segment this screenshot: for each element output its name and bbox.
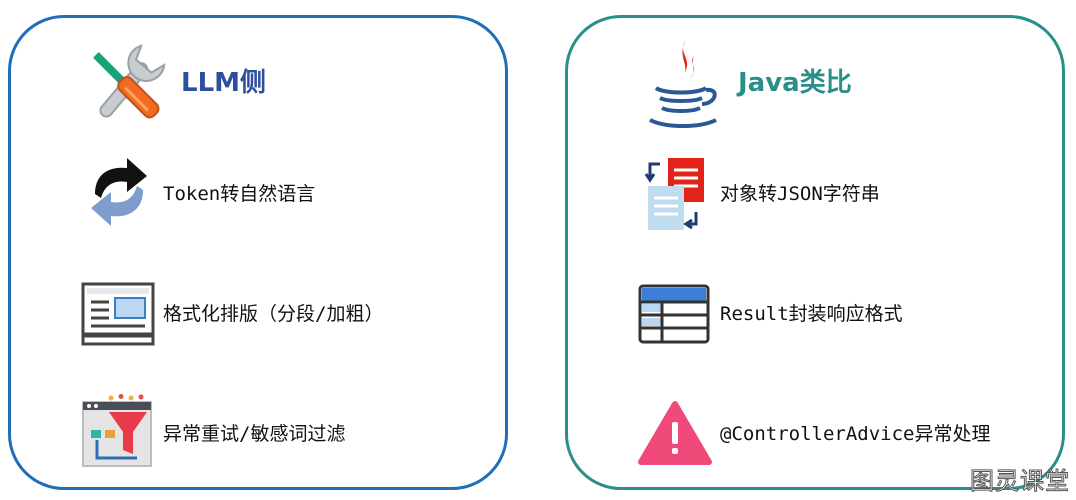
java-coffee-cup-icon [649, 40, 717, 128]
right-item-2-label: Result封装响应格式 [720, 303, 903, 325]
document-convert-icon [644, 158, 704, 230]
right-panel-title: Java类比 [738, 68, 852, 98]
refresh-arrows-icon [91, 158, 147, 226]
right-item-1-label: 对象转JSON字符串 [720, 183, 880, 205]
right-item-3-label: @ControllerAdvice异常处理 [720, 423, 991, 445]
table-grid-icon [638, 284, 710, 344]
left-item-2-label: 格式化排版（分段/加粗） [163, 303, 384, 325]
left-item-3-label: 异常重试/敏感词过滤 [163, 423, 346, 445]
wrench-screwdriver-icon [93, 44, 166, 119]
left-item-1-label: Token转自然语言 [163, 183, 316, 205]
news-layout-icon [81, 282, 155, 346]
left-panel: LLM侧 Token转自然语言 格式化排版（分段/加粗） 异常重试/敏感词过滤 [8, 15, 508, 490]
watermark-text: 图灵课堂 [970, 467, 1070, 496]
warning-triangle-icon [638, 401, 712, 465]
right-panel: Java类比 对象转JSON字符串 Result封装响应格式 @Controll… [565, 15, 1065, 490]
filter-funnel-icon [82, 394, 152, 467]
left-panel-title: LLM侧 [181, 68, 267, 98]
